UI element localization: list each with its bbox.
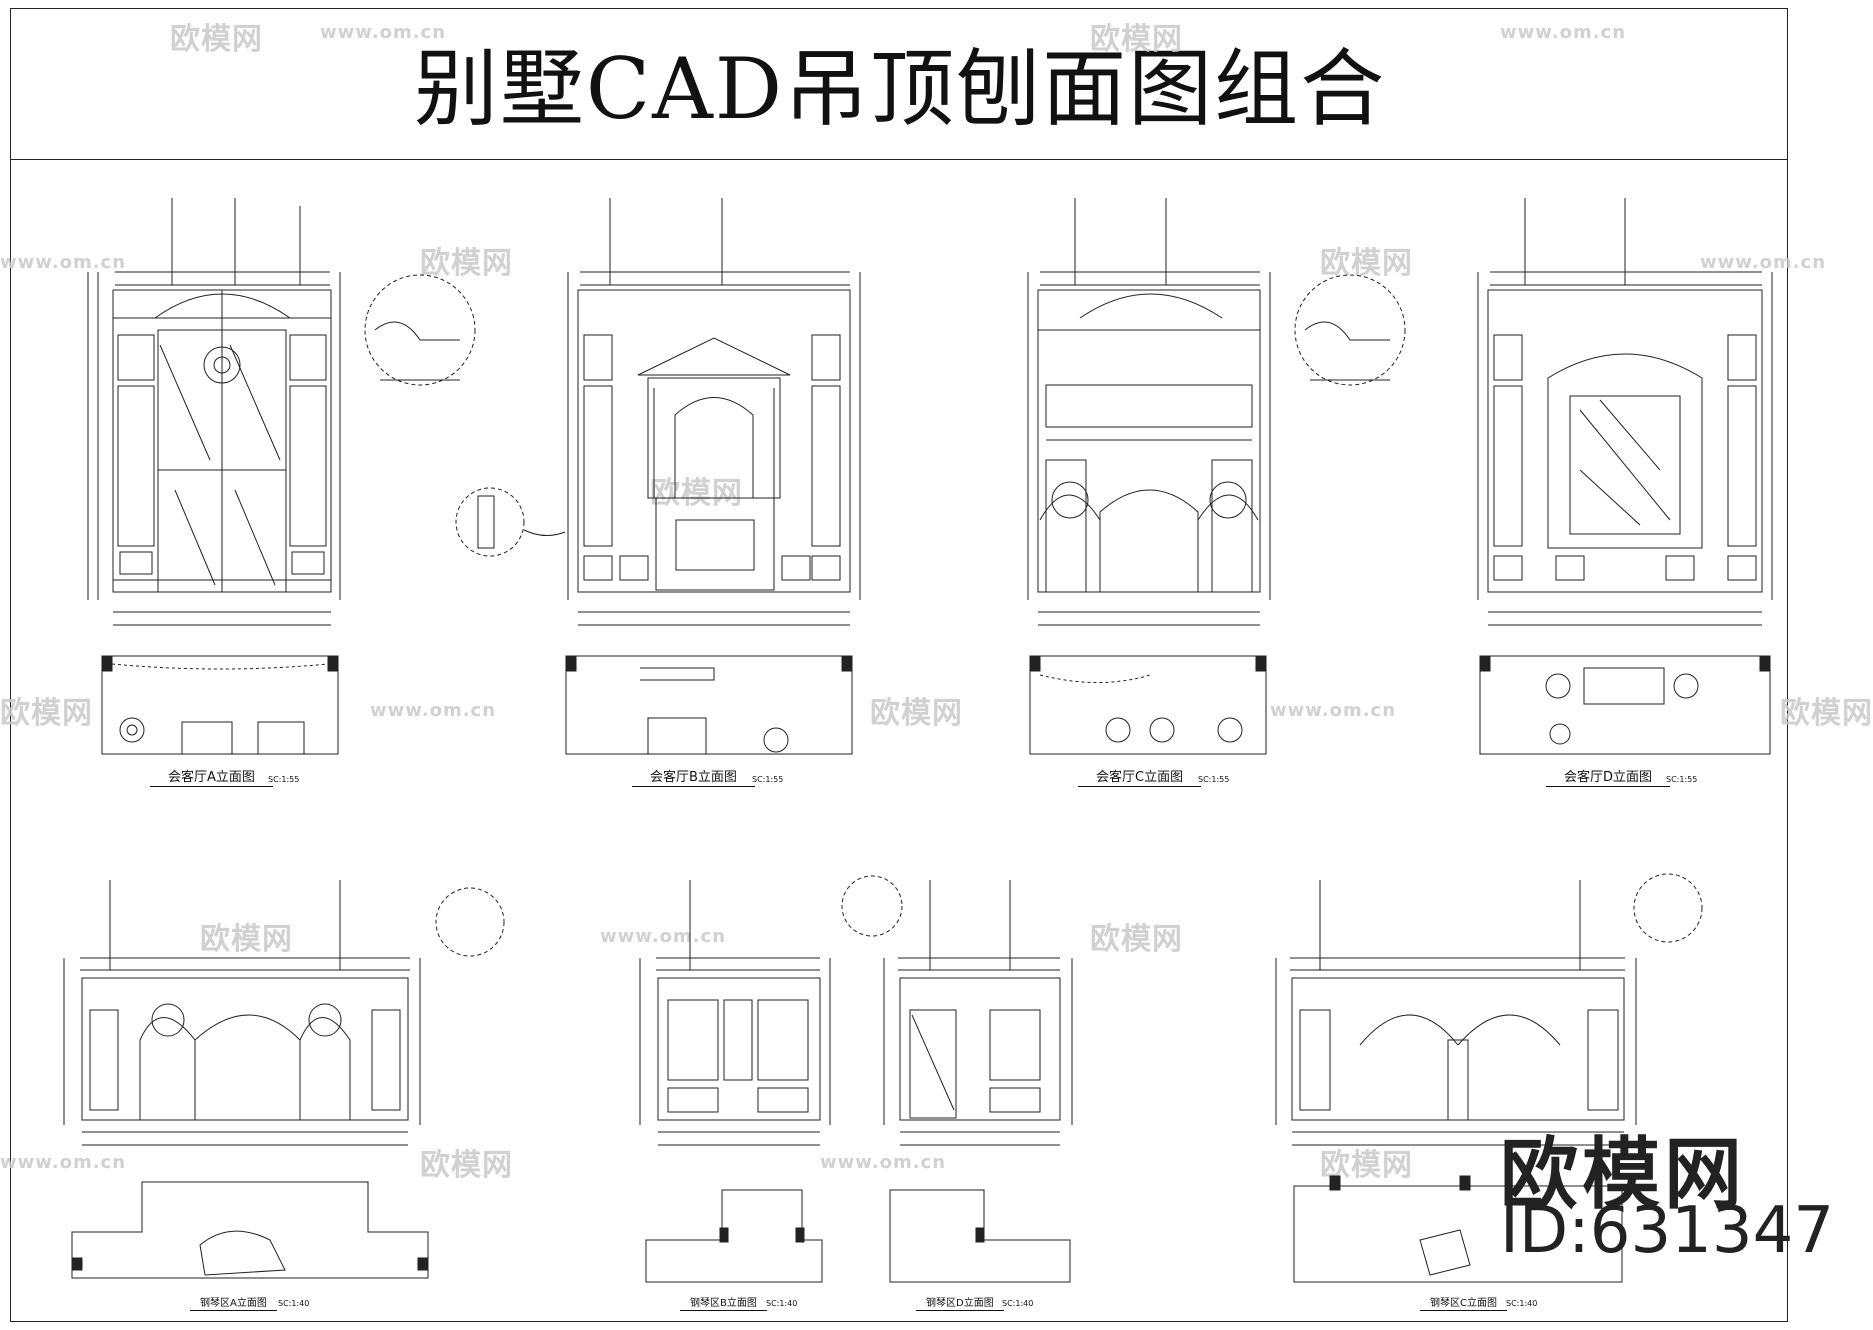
watermark-brand: 欧模网	[200, 922, 293, 957]
watermark-url: www.om.cn	[1270, 700, 1397, 721]
elevation-piano-a	[63, 880, 505, 1279]
watermark-url: www.om.cn	[1700, 252, 1827, 273]
scale-hall-a: SC:1:55	[268, 775, 300, 784]
scale-hall-b: SC:1:55	[752, 775, 784, 784]
caption-piano-c: 钢琴区C立面图	[1420, 1294, 1507, 1311]
elevation-d	[1477, 198, 1773, 755]
scale-piano-d: SC:1:40	[1002, 1299, 1034, 1308]
watermark-brand: 欧模网	[0, 696, 93, 731]
watermark-brand: 欧模网	[420, 246, 513, 281]
watermark-brand: 欧模网	[1090, 922, 1183, 957]
caption-hall-d: 会客厅D立面图	[1546, 766, 1671, 787]
watermark-brand: 欧模网	[170, 22, 263, 57]
caption-hall-a: 会客厅A立面图	[150, 766, 273, 787]
watermark-url: www.om.cn	[0, 1152, 127, 1173]
watermark-url: www.om.cn	[320, 22, 447, 43]
watermark-url: www.om.cn	[820, 1152, 947, 1173]
elevation-piano-d	[883, 880, 1073, 1283]
drawing-sheet: 别墅CAD吊顶刨面图组合 欧模网 www.om.cn 欧模网 www.om.cn…	[0, 8, 1872, 1322]
scale-piano-a: SC:1:40	[278, 1299, 310, 1308]
cad-linework	[63, 198, 1773, 1283]
watermark-brand: 欧模网	[650, 476, 743, 511]
watermark-url: www.om.cn	[600, 926, 727, 947]
scale-piano-c: SC:1:40	[1506, 1299, 1538, 1308]
watermark-url: www.om.cn	[0, 252, 127, 273]
title-band	[10, 8, 1788, 160]
watermark-brand: 欧模网	[870, 696, 963, 731]
scale-hall-c: SC:1:55	[1198, 775, 1230, 784]
scale-hall-d: SC:1:55	[1666, 775, 1698, 784]
caption-piano-a: 钢琴区A立面图	[190, 1294, 277, 1311]
caption-hall-b: 会客厅B立面图	[632, 766, 755, 787]
brand-id: ID:631347	[1500, 1194, 1835, 1268]
elevation-b	[455, 198, 861, 755]
elevation-a	[87, 198, 476, 755]
watermark-url: www.om.cn	[370, 700, 497, 721]
caption-hall-c: 会客厅C立面图	[1078, 766, 1202, 787]
elevation-piano-b	[639, 875, 903, 1283]
elevation-piano-c	[1275, 873, 1703, 1283]
watermark-brand: 欧模网	[1780, 696, 1873, 731]
watermark-brand: 欧模网	[420, 1148, 513, 1183]
scale-piano-b: SC:1:40	[766, 1299, 798, 1308]
caption-piano-d: 钢琴区D立面图	[916, 1294, 1004, 1311]
elevation-c	[1027, 198, 1406, 755]
watermark-brand: 欧模网	[1320, 246, 1413, 281]
sheet-frame	[10, 8, 1788, 1322]
brand-logo: 欧模网	[1500, 1130, 1747, 1220]
caption-piano-b: 钢琴区B立面图	[680, 1294, 767, 1311]
watermark-brand: 欧模网	[1090, 22, 1183, 57]
watermark-url: www.om.cn	[1500, 22, 1627, 43]
sheet-title: 别墅CAD吊顶刨面图组合	[413, 40, 1387, 138]
